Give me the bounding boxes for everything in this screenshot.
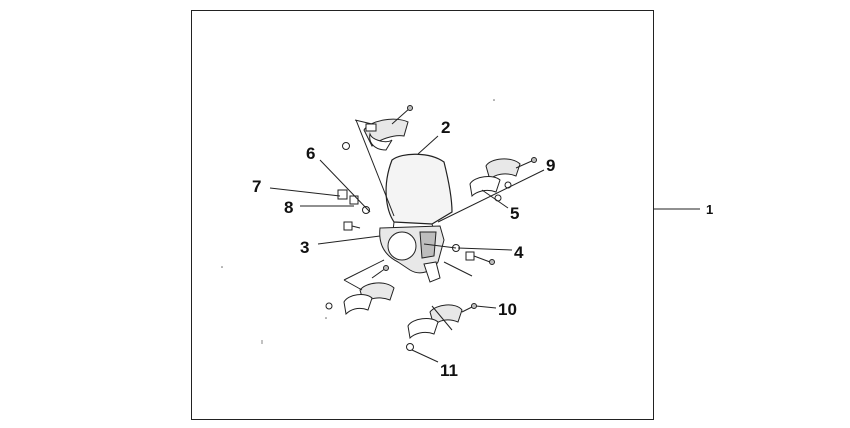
stray-dot (325, 317, 327, 319)
stray-dot (493, 99, 495, 101)
lower-left-clamp (325, 265, 395, 316)
callout-10: 10 (498, 300, 517, 319)
leader-6b (355, 119, 395, 217)
callout-2: 2 (441, 118, 450, 137)
callout-4: 4 (514, 243, 524, 262)
leader-4b (423, 243, 457, 249)
leader-10 (475, 305, 497, 309)
leader-11 (411, 349, 439, 363)
callout-7: 7 (252, 177, 261, 196)
leader-2 (417, 135, 439, 155)
leader-5 (481, 189, 509, 209)
leader-4 (457, 247, 513, 251)
callout-5: 5 (510, 204, 519, 223)
callout-9: 9 (546, 156, 555, 175)
leader-7 (269, 187, 341, 197)
leader-10b (431, 305, 453, 331)
leader-lower-left-b (343, 279, 363, 291)
stray-dot (221, 266, 223, 268)
callout-11: 11 (440, 361, 458, 380)
lower-right-clamp (406, 303, 477, 351)
left-hardware (337, 189, 370, 231)
leader-3 (317, 235, 381, 245)
leader-6 (319, 159, 371, 213)
leader-lower-left (343, 259, 385, 281)
leader-9 (437, 169, 545, 223)
callout-1: 1 (706, 202, 713, 217)
upper-left-clamp (342, 105, 413, 151)
upper-right-clamp (469, 157, 537, 202)
mounting-bracket (379, 225, 445, 283)
callout-8: 8 (284, 198, 293, 217)
callout-3: 3 (300, 238, 309, 257)
callout-6: 6 (306, 144, 315, 163)
